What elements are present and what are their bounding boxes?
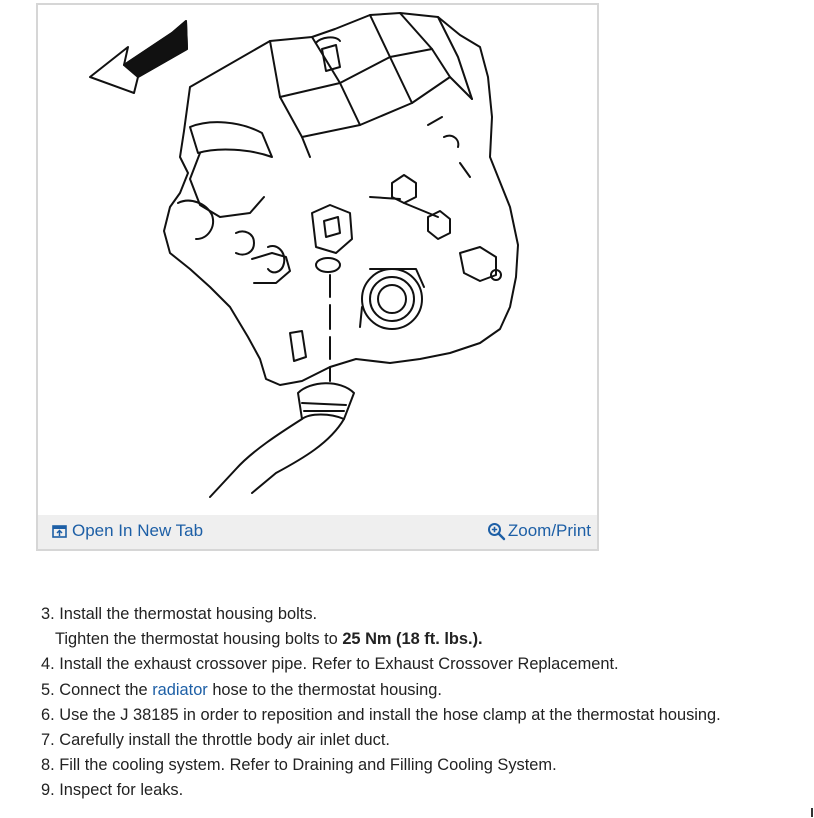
step-3-torque-note: Tighten the thermostat housing bolts to …: [41, 627, 721, 652]
step-text: Install the thermostat housing bolts.: [59, 605, 318, 623]
step-text: Use the J 38185 in order to reposition a…: [59, 705, 721, 724]
zoom-print-label: Zoom/Print: [507, 521, 591, 540]
step-8: 8. Fill the cooling system. Refer to Dra…: [41, 753, 721, 778]
step-number: 4.: [41, 655, 55, 674]
open-in-new-tab-link[interactable]: Open In New Tab: [52, 521, 203, 541]
thermostat-housing: [311, 204, 353, 254]
step-4: 4. Install the exhaust crossover pipe. R…: [41, 652, 721, 677]
zoom-print-link[interactable]: Zoom/Print: [487, 521, 591, 541]
step-number: 5.: [41, 680, 55, 699]
radiator-link[interactable]: radiator: [152, 680, 208, 699]
step-text: Fill the cooling system. Refer to Draini…: [59, 756, 557, 775]
step-5: 5. Connect the radiator hose to the ther…: [41, 678, 721, 703]
step-text: Connect the: [59, 680, 153, 699]
engine-block-outline: [163, 12, 519, 386]
step-7: 7. Carefully install the throttle body a…: [41, 728, 721, 753]
step-number: 9.: [41, 781, 55, 800]
step-number: 8.: [41, 756, 55, 775]
radiator-hose: [297, 382, 355, 420]
engine-thermostat-diagram[interactable]: [40, 7, 597, 517]
step-text: hose to the thermostat housing.: [207, 680, 442, 699]
torque-value: 25 Nm (18 ft. lbs.).: [342, 630, 483, 649]
open-in-new-tab-icon: [52, 524, 67, 538]
step-text: Inspect for leaks.: [59, 781, 184, 800]
open-in-new-tab-label: Open In New Tab: [72, 521, 204, 540]
step-number: 3.: [41, 605, 55, 623]
figure-card: Open In New Tab Zoom/Print: [36, 3, 599, 551]
zoom-in-icon: [487, 522, 506, 540]
step-3: 3. Install the thermostat housing bolts.: [41, 602, 721, 627]
step-number: 6.: [41, 705, 55, 724]
step-9: 9. Inspect for leaks.: [41, 778, 721, 803]
step-6: 6. Use the J 38185 in order to repositio…: [41, 703, 721, 728]
step-text: Carefully install the throttle body air …: [59, 731, 390, 750]
step-number: 7.: [41, 731, 55, 750]
procedure-steps: 3. Install the thermostat housing bolts.…: [41, 602, 721, 804]
step-text: Install the exhaust crossover pipe. Refe…: [59, 655, 619, 674]
scrollbar-indicator[interactable]: [811, 808, 813, 817]
torque-note-text: Tighten the thermostat housing bolts to: [55, 630, 343, 649]
figure-footer: Open In New Tab Zoom/Print: [38, 515, 597, 549]
